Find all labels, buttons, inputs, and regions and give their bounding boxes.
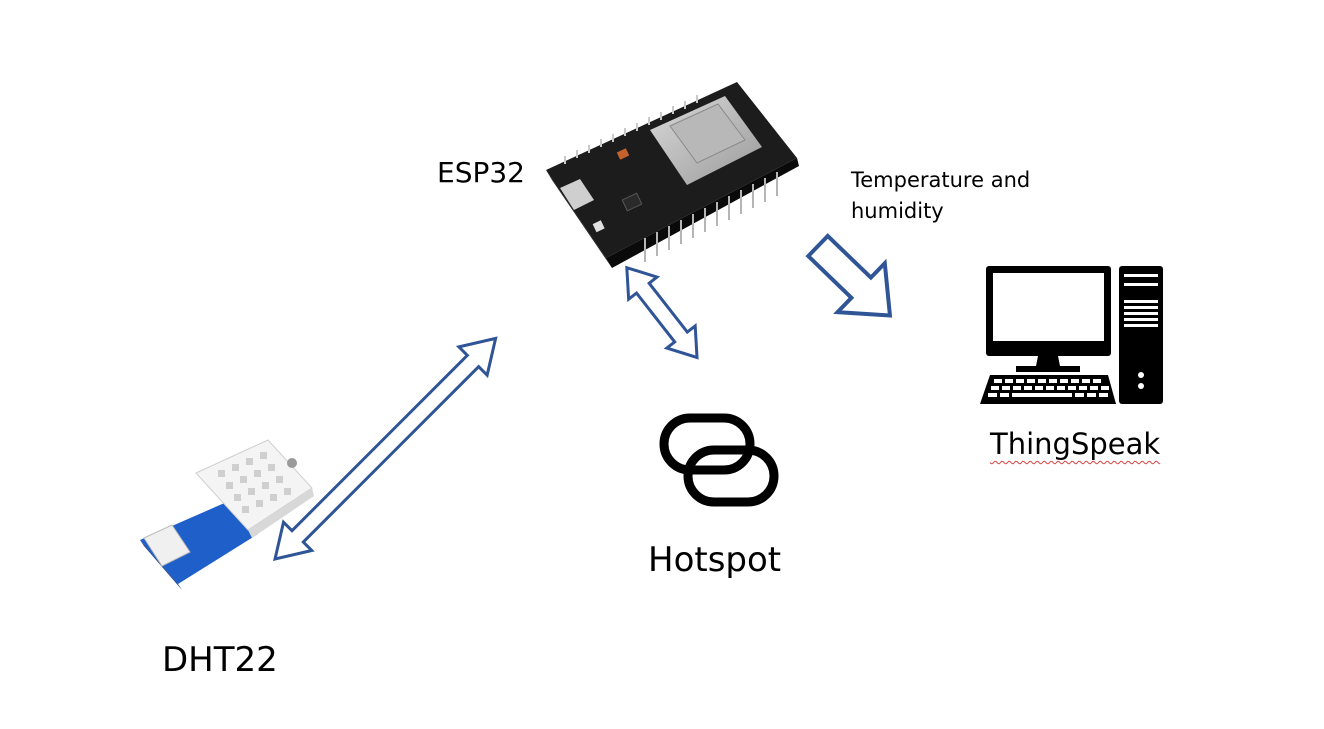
- chain-link-icon: [659, 413, 779, 507]
- thingspeak-label-text: ThingSpeak: [990, 427, 1161, 461]
- esp32-label: ESP32: [437, 156, 525, 189]
- dht22-label: DHT22: [162, 640, 278, 680]
- dht22-sensor-icon: [140, 439, 314, 590]
- arrow-esp32-thingspeak: [805, 233, 893, 318]
- esp32-board-icon: [546, 82, 799, 268]
- hotspot-label: Hotspot: [648, 540, 782, 580]
- data-flow-label: Temperature and humidity: [851, 168, 1031, 223]
- arrow-esp32-dht22: [273, 336, 498, 561]
- thingspeak-label: ThingSpeak: [990, 427, 1161, 461]
- arrow-esp32-hotspot: [625, 265, 699, 360]
- desktop-computer-icon: [980, 266, 1163, 404]
